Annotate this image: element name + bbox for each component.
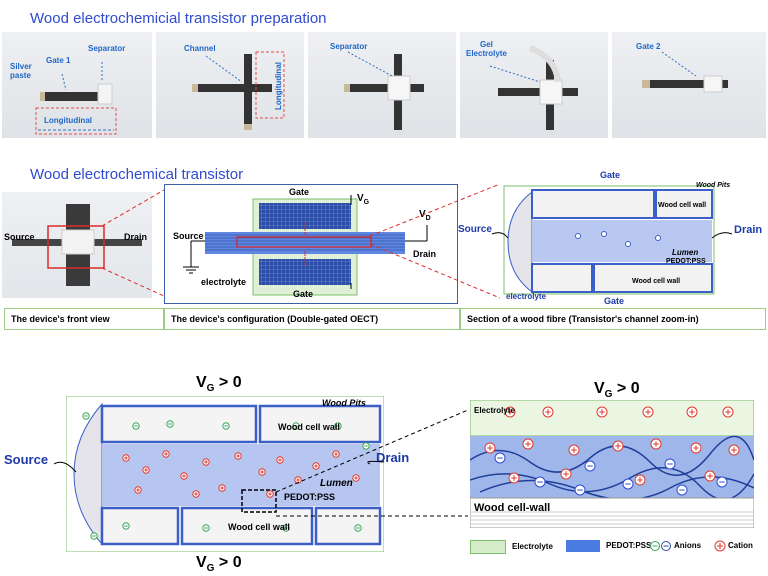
channel-zoom-diagram: Wood Pits Wood cell wall Wood cell wall … <box>65 395 385 553</box>
photo-step-1-graphic <box>35 62 117 135</box>
config-vd-label: VD <box>419 209 431 222</box>
channel-zoom-graphic <box>65 395 385 553</box>
separator-label-1: Separator <box>88 44 126 53</box>
zoom-vg-cond: > 0 <box>612 380 640 397</box>
config-vd-sub: D <box>425 215 431 222</box>
longitudinal-label-1: Longitudinal <box>44 116 92 125</box>
legend-electrolyte-text: Electrolyte <box>512 542 553 552</box>
photo-step-2: Channel Longitudinal <box>156 32 304 138</box>
config-vg-text: V <box>357 193 364 204</box>
fibre-lumen-label: Lumen <box>672 248 699 257</box>
bottom-vg-bottom-cond: > 0 <box>214 554 242 571</box>
preparation-title: Wood electrochemicial transistor prepara… <box>30 10 327 27</box>
bottom-lumen-label: Lumen <box>320 478 353 489</box>
bulk-ion-markers <box>82 412 370 540</box>
front-drain-label: Drain <box>124 232 148 242</box>
fibre-wood-cell-wall-bottom-label: Wood cell wall <box>632 278 681 285</box>
fibre-electrolyte-label: electrolyte <box>506 292 547 301</box>
config-vd-text: V <box>419 209 426 220</box>
config-gate-bottom-label: Gate <box>293 289 314 299</box>
photo-step-5: Gate 2 <box>612 32 766 138</box>
fibre-wood-cell-wall-top-label: Wood cell wall <box>658 202 707 209</box>
caption-front-view: The device's front view <box>4 308 164 330</box>
bottom-vg-bottom-label: VG > 0 <box>196 554 242 574</box>
fibre-source-label: Source <box>458 224 492 235</box>
bottom-vg-bottom-text: V <box>196 554 207 571</box>
bottom-vg-top-sub: G <box>206 383 215 395</box>
zoom-electrolyte-label: Electrolyte <box>474 406 515 415</box>
bottom-vg-top-label: VG > 0 <box>196 374 242 394</box>
bottom-wood-cell-wall-bottom-label: Wood cell wall <box>228 522 290 532</box>
photo-step-5-graphic <box>642 51 728 93</box>
legend-anion-icons <box>650 541 671 551</box>
fibre-wood-pits-label: Wood Pits <box>696 182 731 189</box>
zoom-connector-lines <box>101 183 501 299</box>
photo-step-2-graphic <box>192 51 285 130</box>
channel-label: Channel <box>184 44 216 53</box>
photo-step-4-graphic <box>489 45 578 130</box>
front-source-label: Source <box>4 232 35 242</box>
legend-anions-text: Anions <box>674 541 702 551</box>
gate1-label: Gate 1 <box>46 56 71 65</box>
legend-cation-text: Cation <box>728 541 753 551</box>
caption-configuration: The device's configuration (Double-gated… <box>164 308 460 330</box>
bottom-vg-bottom-sub: G <box>206 563 215 575</box>
zoom-vg-sub: G <box>604 389 613 401</box>
legend-cation: Cation <box>714 540 753 552</box>
config-gate-top-label: Gate <box>289 187 310 197</box>
transistor-title: Wood electrochemical transistor <box>30 166 244 183</box>
config-source-label: Source <box>173 231 204 241</box>
wood-fibre-section-diagram: Gate Gate Wood Pits Wood cell wall Wood … <box>458 170 766 308</box>
legend-electrolyte-swatch <box>470 540 506 554</box>
separator-label-2: Separator <box>330 42 368 51</box>
bottom-wires-and-connectors <box>53 409 469 517</box>
bottom-wood-pits-label: Wood Pits <box>322 398 366 408</box>
zoom-vg-text: V <box>594 380 605 397</box>
caption-fibre-section: Section of a wood fibre (Transistor's ch… <box>460 308 766 330</box>
legend-cation-icon <box>714 540 726 552</box>
photo-step-1: Silver paste Gate 1 Separator Longitudin… <box>2 32 152 138</box>
front-view-photo: Source Drain <box>2 192 152 298</box>
bottom-vg-top-cond: > 0 <box>214 374 242 391</box>
caption-row: The device's front view The device's con… <box>4 308 766 330</box>
legend-pedot: PEDOT:PSS <box>566 540 651 552</box>
bottom-pedot-label: PEDOT:PSS <box>284 492 336 502</box>
zoom-ion-markers <box>484 406 740 496</box>
config-vg-sub: G <box>363 199 370 206</box>
fibre-drain-label: Drain <box>734 224 763 236</box>
photo-step-3: Separator <box>308 32 456 138</box>
silver-paste-label: Silver paste <box>10 62 32 80</box>
bottom-vg-top-text: V <box>196 374 207 391</box>
config-electrolyte-label: electrolyte <box>201 277 247 287</box>
config-graphic <box>183 195 428 296</box>
zoom-wood-cell-wall-label: Wood cell-wall <box>474 502 551 514</box>
legend-pedot-text: PEDOT:PSS <box>606 541 652 551</box>
legend-electrolyte: Electrolyte <box>470 540 553 554</box>
legend-pedot-swatch <box>566 540 600 552</box>
legend-anions: Anions <box>650 540 701 552</box>
gel-electrolyte-label: Gel Electrolyte <box>466 40 507 58</box>
fibre-graphic <box>491 185 733 295</box>
photo-step-3-graphic <box>344 51 424 130</box>
ion-transport-zoom-diagram: Electrolyte Wood cell-wall <box>469 399 755 529</box>
config-drain-label: Drain <box>413 249 437 259</box>
fibre-gate-top-label: Gate <box>600 170 621 180</box>
bottom-drain-label: Drain <box>376 450 410 465</box>
config-vg-label: VG <box>357 193 369 206</box>
photo-step-4: Gel Electrolyte <box>460 32 608 138</box>
front-view-graphic <box>12 204 142 286</box>
gate2-label: Gate 2 <box>636 42 661 51</box>
bottom-source-label: Source <box>4 452 49 467</box>
ion-transport-graphic <box>469 399 755 529</box>
bottom-wood-cell-wall-top-label: Wood cell wall <box>278 422 340 432</box>
zoom-vg-label: VG > 0 <box>594 380 640 400</box>
device-configuration-diagram: Gate Gate VG VD Source Drain electrolyte <box>164 184 458 304</box>
fibre-gate-bottom-label: Gate <box>604 296 625 306</box>
fibre-pedot-label: PEDOT:PSS <box>666 258 706 265</box>
